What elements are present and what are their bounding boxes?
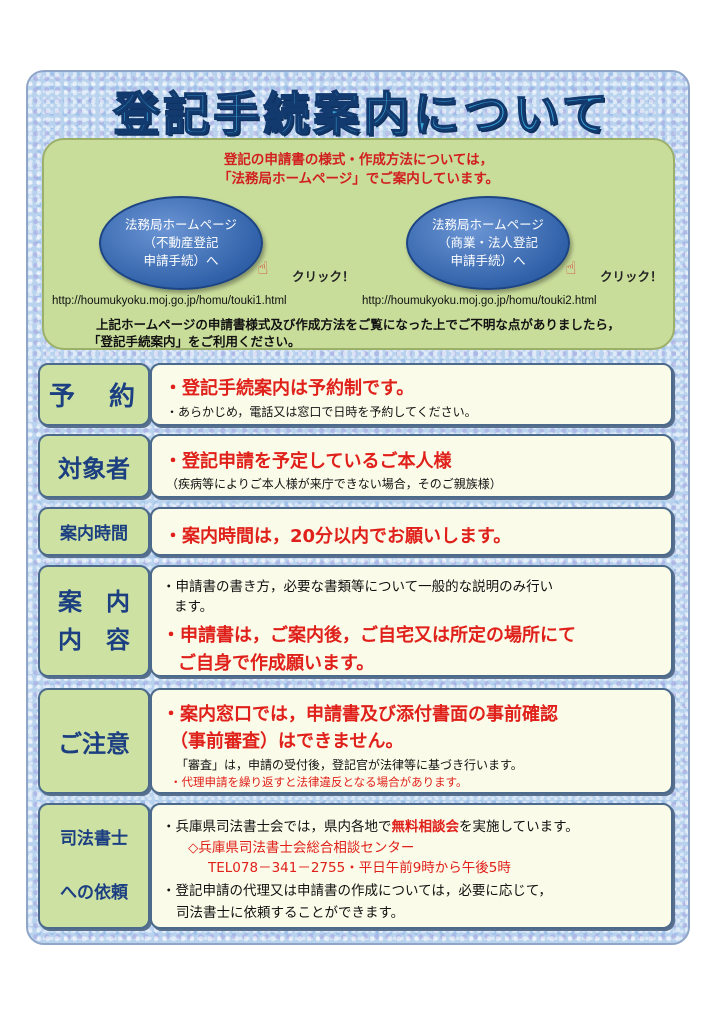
guidance-sub-2: ます。 <box>174 599 214 615</box>
target-content: ・登記申請を予定しているご本人様 （疾病等によりご本人様が来庁できない場合，その… <box>150 434 673 498</box>
target-main: ・登記申請を予定しているご本人様 <box>164 451 452 472</box>
caution-label: ご注意 <box>38 688 150 794</box>
scrivener-label: 司法書士 への依頼 <box>38 803 150 929</box>
consultation-center: ◇兵庫県司法書士会総合相談センター <box>188 840 415 856</box>
target-sub: （疾病等によりご本人様が来庁できない場合，そのご親族様） <box>166 477 502 491</box>
caution-main-2: （事前審査）はできません。 <box>170 731 404 752</box>
intro-note-1: 上記ホームページの申請書様式及び作成方法をご覧になった上でご不明な点がありました… <box>96 317 621 332</box>
button-label-line-3: 申請手続）へ <box>143 253 219 268</box>
caution-note: ・代理申請を繰り返すと法律違反となる場合があります。 <box>170 775 468 789</box>
guidance-section: 案 内 内 容 ・申請書の書き方，必要な書類等について一般的な説明のみ行い ます… <box>38 565 673 677</box>
scrivener-line-4: 司法書士に依頼することができます。 <box>176 905 405 921</box>
guidance-content: ・申請書の書き方，必要な書類等について一般的な説明のみ行い ます。 ・申請書は，… <box>150 565 673 677</box>
guidance-label-line-1: 案 内 <box>58 588 130 616</box>
intro-panel: 登記の申請書の様式・作成方法については， 「法務局ホームページ」でご案内していま… <box>42 138 675 350</box>
guidance-label: 案 内 内 容 <box>38 565 150 677</box>
button-label-line-1: 法務局ホームページ <box>432 217 544 232</box>
button-label-line-1: 法務局ホームページ <box>125 217 237 232</box>
real-estate-registration-link-button[interactable]: 法務局ホームページ （不動産登記 申請手続）へ <box>99 196 263 290</box>
url-link-2[interactable]: http://houmukyoku.moj.go.jp/homu/touki2.… <box>362 295 597 307</box>
button-label-line-2: （不動産登記 <box>143 235 219 250</box>
scrivener-line-1: ・兵庫県司法書士会では，県内各地で無料相談会を実施しています。 <box>162 815 579 835</box>
url-link-1[interactable]: http://houmukyoku.moj.go.jp/homu/touki1.… <box>52 295 287 307</box>
guidance-main-2: ご自身で作成願います。 <box>178 653 375 674</box>
scrivener-label-line-2: への依頼 <box>60 883 128 903</box>
consultation-tel: TEL078－341－2755・平日午前9時から午後5時 <box>208 860 511 876</box>
reservation-section: 予 約 ・登記手続案内は予約制です。 ・あらかじめ，電話又は窓口で日時を予約して… <box>38 363 673 426</box>
reservation-main: ・登記手続案内は予約制です。 <box>164 378 415 399</box>
caution-main-1: ・案内窓口では，申請書及び添付書面の事前確認 <box>162 704 558 725</box>
click-label: クリック！ <box>292 269 355 284</box>
target-section: 対象者 ・登記申請を予定しているご本人様 （疾病等によりご本人様が来庁できない場… <box>38 434 673 498</box>
hours-section: 案内時間 ・案内時間は，20分以内でお願いします。 <box>38 507 673 556</box>
reservation-sub: ・あらかじめ，電話又は窓口で日時を予約してください。 <box>166 405 477 419</box>
pointing-hand-icon: ☝ <box>565 258 577 279</box>
reservation-label: 予 約 <box>38 363 150 426</box>
reservation-content: ・登記手続案内は予約制です。 ・あらかじめ，電話又は窓口で日時を予約してください… <box>150 363 673 426</box>
scrivener-content: ・兵庫県司法書士会では，県内各地で無料相談会を実施しています。 ◇兵庫県司法書士… <box>150 803 673 929</box>
free-consultation-highlight: 無料相談会 <box>391 819 460 835</box>
scrivener-line-1-text: ・兵庫県司法書士会では，県内各地で <box>162 819 392 835</box>
scrivener-line-3: ・登記申請の代理又は申請書の作成については，必要に応じて， <box>162 883 552 899</box>
guidance-main-1: ・申請書は，ご案内後，ご自宅又は所定の場所にて <box>162 625 576 646</box>
intro-note-2: 「登記手続案内」をご利用ください。 <box>88 334 301 349</box>
guidance-sub-1: ・申請書の書き方，必要な書類等について一般的な説明のみ行い <box>162 579 554 595</box>
intro-line-1: 登記の申請書の様式・作成方法については， <box>223 152 494 168</box>
click-label: クリック！ <box>600 269 663 284</box>
guidance-label-line-2: 内 容 <box>58 626 130 654</box>
pointing-hand-icon: ☝ <box>257 258 269 279</box>
scrivener-line-1-tail: を実施しています。 <box>459 819 579 835</box>
scrivener-section: 司法書士 への依頼 ・兵庫県司法書士会では，県内各地で無料相談会を実施しています… <box>38 803 673 929</box>
button-label-line-2: （商業・法人登記 <box>437 235 538 250</box>
page-title: 登記手続案内について <box>112 86 612 142</box>
scrivener-label-line-1: 司法書士 <box>60 829 128 849</box>
hours-main: ・案内時間は，20分以内でお願いします。 <box>164 526 512 547</box>
caution-section: ご注意 ・案内窓口では，申請書及び添付書面の事前確認 （事前審査）はできません。… <box>38 688 673 794</box>
button-label-line-3: 申請手続）へ <box>450 253 526 268</box>
hours-content: ・案内時間は，20分以内でお願いします。 <box>150 507 673 556</box>
caution-content: ・案内窓口では，申請書及び添付書面の事前確認 （事前審査）はできません。 「審査… <box>150 688 673 794</box>
target-label: 対象者 <box>38 434 150 498</box>
intro-line-2: 「法務局ホームページ」でご案内しています。 <box>217 171 500 187</box>
commercial-registration-link-button[interactable]: 法務局ホームページ （商業・法人登記 申請手続）へ <box>406 196 570 290</box>
caution-sub: 「審査」は，申請の受付後，登記官が法律等に基づき行います。 <box>176 758 523 772</box>
hours-label: 案内時間 <box>38 507 150 556</box>
